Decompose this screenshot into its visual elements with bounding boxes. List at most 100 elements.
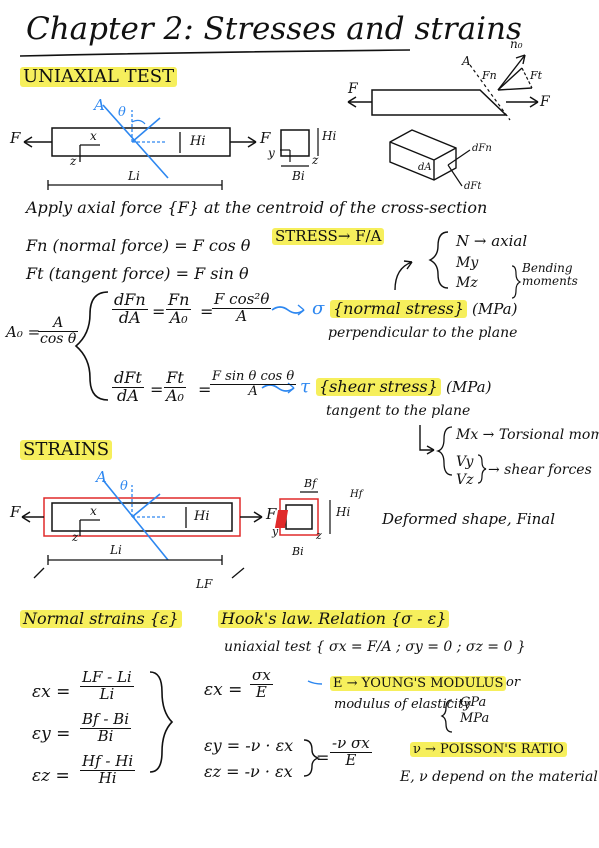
a0-num: A [38,316,79,332]
strain-label-z2: z [316,529,322,542]
eq1-b: Fn A₀ [166,290,192,327]
eq1-c-den: A [236,306,248,325]
uniaxial-test-line: uniaxial test { σx = F/A ; σy = 0 ; σz =… [224,639,526,655]
ex-num: LF - Li [80,668,134,687]
sigma-symbol: σ [312,298,325,319]
poissons-ratio: ν → POISSON'S RATIO [410,742,567,757]
ey2-equation: εy = -ν · εx [204,736,294,755]
fn-equation: Fn (normal force) = F cos θ [26,236,251,255]
tangent-text: tangent to the plane [326,403,471,419]
perpendicular-text: perpendicular to the plane [328,325,518,341]
depend-material: E, ν depend on the material [400,769,598,785]
normal-stress-label: {normal stress} [330,300,468,318]
youngs-modulus: E → YOUNG'S MODULUS [330,676,507,691]
strains-heading: STRAINS [20,440,113,460]
deformed-shape-text: Deformed shape, Final [382,510,556,528]
label-Hi: Hi [190,134,206,149]
eq1-b-num: Fn [166,290,192,310]
eq2-a-den: dA [116,385,139,405]
nu-den: E [345,750,357,769]
my: My [456,255,479,271]
uniaxial-heading: UNIAXIAL TEST [20,67,178,87]
strain-label-Hi2: Hi [336,505,351,519]
apply-force-text: Apply axial force {F} at the centroid of… [26,198,488,217]
strain-force-left: F [10,503,21,521]
label-Hi-section: Hi [322,129,337,143]
strain-label-Hi: Hi [194,509,210,524]
eq1-eq1: = [152,302,166,321]
eq2-eq1: = [150,380,164,399]
strain-label-Bi: Bi [292,545,304,558]
gpa: GPa [460,695,487,710]
n-axial: N → axial [456,232,528,250]
ex-lhs: εx = [32,682,71,702]
label-A-top: A [462,54,471,68]
eq1-eq2: = [200,302,214,321]
hx-num: σx [250,666,273,685]
force-right: F [260,129,271,147]
ez-lhs: εz = [32,766,70,786]
mpa-2: (MPa) [446,378,492,396]
eq2-b-den: A₀ [166,385,184,405]
eq1-a: dFn dA [112,291,148,327]
eq2-c-den: A [248,383,258,399]
eq2-b: Ft A₀ [164,369,186,405]
strain-label-A: A [96,468,107,486]
hx-den: E [255,682,267,701]
force-left: F [10,129,21,147]
strain-label-Li: Li [110,543,122,557]
ey-lhs: εy = [32,724,71,744]
a0-lhs: A₀ = [6,323,41,341]
vy: Vy [456,454,474,470]
nu-eq-sign: = [316,748,330,767]
tau-symbol: τ [300,376,310,397]
eq1-c: F cos²θ A [212,291,272,325]
strain-label-Lf: LF [196,577,213,591]
hx-lhs: εx = [204,680,243,700]
normal-strains-heading: Normal strains {ε} [20,610,182,628]
ez2-equation: εz = -ν · εx [204,762,293,781]
stress-label: STRESS→ F/A [272,228,385,245]
strain-force-right: F [266,505,277,523]
ft-equation: Ft (tangent force) = F sin θ [26,264,249,283]
label-dA: dA [418,162,432,173]
mpa: MPa [460,711,490,726]
label-y: y [268,146,275,160]
strain-label-z: z [72,530,79,544]
eq2-a: dFt dA [112,368,144,405]
ex-den: Li [99,684,115,703]
label-z: z [70,154,77,168]
label-n0: n₀ [510,37,523,51]
label-Fn: Fn [482,69,497,82]
ey-fraction: Bf - Bi Bi [80,711,131,745]
label-theta: θ [118,105,126,120]
mx-torsion: Mx → Torsional moment [456,427,599,443]
label-x: x [90,129,97,143]
label-Li: Li [128,169,140,183]
strain-label-Bf: Bf [304,477,317,490]
a0-den: cos θ [40,330,77,347]
vz: Vz [456,472,474,488]
eq2-c: F sin θ cos θ A [210,369,297,399]
eq2-a-num: dFt [112,368,144,388]
eq2-b-num: Ft [164,369,186,388]
strain-label-y: y [272,525,279,538]
ez-num: Hf - Hi [80,752,136,771]
shear-forces: → shear forces [488,462,592,478]
modulus-elasticity: modulus of elasticity [334,697,471,712]
shear-stress-label: {shear stress} [316,378,441,396]
label-A: A [94,96,105,114]
eq2-c-num: F sin θ cos θ [210,369,297,385]
hx-fraction: σx E [250,666,273,701]
force-right-top: F [540,94,550,110]
force-left-top: F [348,81,358,97]
label-Ft: Ft [530,69,543,82]
label-dFn: dFn [472,143,492,154]
mpa-1: (MPa) [472,300,518,318]
nu-num: -ν σx [330,734,372,753]
ey-den: Bi [97,726,114,745]
a0-fraction: A cos θ [38,316,79,347]
